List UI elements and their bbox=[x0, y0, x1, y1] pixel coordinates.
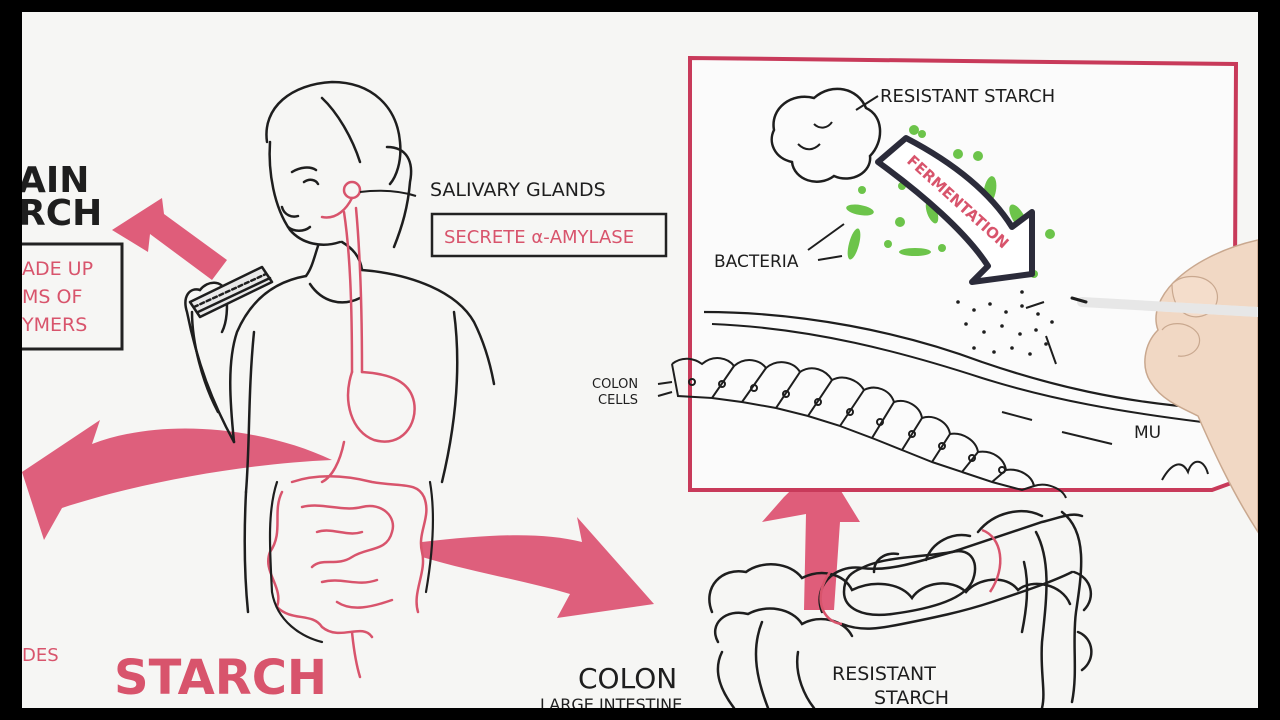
resistant-starch-bottom-2: STARCH bbox=[874, 687, 949, 708]
colon-pink-rings bbox=[819, 528, 1002, 626]
colon-title-label: COLON bbox=[578, 662, 677, 695]
resistant-starch-blob bbox=[770, 87, 882, 183]
inset-box: RESISTANT STARCH BACTERIA FERMENTATION bbox=[592, 55, 1239, 499]
resistant-starch-bottom-1: RESISTANT bbox=[832, 663, 936, 685]
digestive-tract bbox=[267, 180, 428, 679]
left-info-box bbox=[22, 242, 124, 351]
colon-cells-label-1: COLON bbox=[592, 377, 638, 392]
secrete-amylase-label: SECRETE α-AMYLASE bbox=[444, 227, 634, 248]
amylase-box bbox=[430, 212, 668, 258]
left-title-line1: AIN bbox=[22, 160, 89, 201]
drawing-hand-icon bbox=[1070, 239, 1258, 534]
fermentation-arrow bbox=[875, 135, 1035, 285]
marker-pen-icon bbox=[1077, 297, 1258, 317]
left-title-line2: RCH bbox=[22, 193, 102, 234]
arrow-up-left bbox=[112, 198, 227, 280]
left-bottom-fragment: DES bbox=[22, 645, 59, 666]
colon-cells bbox=[671, 357, 1209, 499]
whiteboard-drawing: AIN RCH ADE UP MS OF YMERS DES bbox=[22, 55, 1258, 708]
pink-arrows bbox=[22, 198, 860, 618]
left-box-line2: MS OF bbox=[22, 286, 82, 308]
colon-cells-label-2: CELLS bbox=[598, 393, 638, 408]
mucus-label: MU bbox=[1134, 423, 1161, 443]
colon-subtitle-label: LARGE INTESTINE bbox=[540, 695, 682, 708]
arrow-right bbox=[422, 517, 654, 618]
arrow-left bbox=[22, 420, 332, 540]
whiteboard-canvas: AIN RCH ADE UP MS OF YMERS DES bbox=[22, 12, 1258, 708]
salivary-glands-label: SALIVARY GLANDS bbox=[430, 179, 606, 201]
resistant-starch-inset-label: RESISTANT STARCH bbox=[880, 86, 1055, 107]
starch-label: STARCH bbox=[114, 650, 327, 706]
salivary-pointer bbox=[359, 189, 417, 197]
left-box-line3: YMERS bbox=[22, 314, 87, 336]
woman-figure bbox=[184, 80, 496, 614]
left-panel: AIN RCH ADE UP MS OF YMERS DES bbox=[22, 160, 124, 666]
bacteria-label: BACTERIA bbox=[714, 252, 799, 272]
sandwich-icon bbox=[188, 265, 274, 319]
fermentation-products bbox=[956, 290, 1054, 356]
left-box-line1: ADE UP bbox=[22, 258, 93, 280]
